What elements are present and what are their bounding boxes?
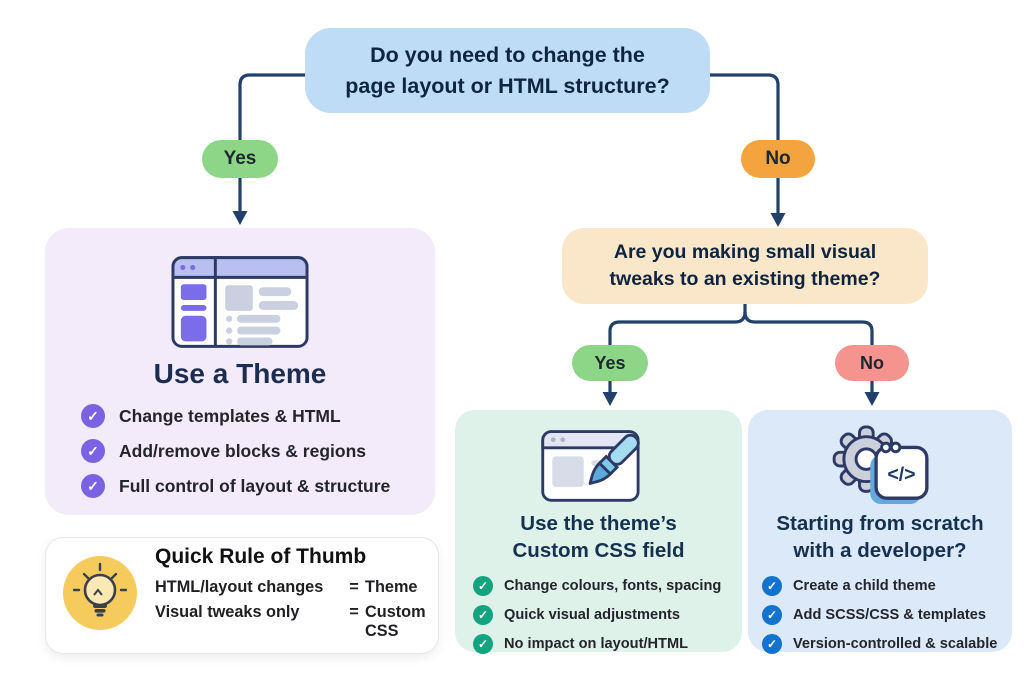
css-bullet-list: ✓ Change colours, fonts, spacing ✓ Quick… — [473, 576, 742, 655]
question-line: Are you making small visual — [613, 240, 877, 263]
check-icon: ✓ — [473, 634, 493, 655]
list-item: ✓ Quick visual adjustments — [473, 605, 742, 626]
card-title: Use the theme’s Custom CSS field — [512, 512, 685, 563]
rule-value: Theme — [365, 577, 418, 596]
check-icon: ✓ — [762, 576, 782, 597]
equals-sign: = — [349, 602, 359, 621]
card-developer-scratch: </> Starting from scratch with a develop… — [748, 410, 1012, 655]
arrow-down-icon — [864, 392, 880, 406]
list-item: ✓ Add/remove blocks & regions — [81, 439, 435, 463]
badge-yes-1: Yes — [202, 140, 278, 178]
list-item: ✓ Change templates & HTML — [81, 404, 435, 428]
wire-q2-no — [743, 310, 874, 349]
rule-row: HTML/layout changes = Theme — [155, 578, 438, 597]
list-item: ✓ Change colours, fonts, spacing — [473, 576, 742, 597]
css-paintbrush-icon — [455, 424, 742, 506]
check-icon: ✓ — [762, 634, 782, 655]
list-item: ✓ Create a child theme — [762, 576, 1012, 597]
badge-no-2: No — [835, 345, 909, 381]
svg-text:</>: </> — [887, 464, 915, 486]
check-icon: ✓ — [81, 439, 105, 463]
question-layout-html: Do you need to change the page layout or… — [305, 28, 710, 113]
wire-q1-no — [708, 73, 780, 144]
arrow-down-icon — [770, 213, 786, 227]
wire-q2-yes — [608, 310, 747, 349]
badge-no-1: No — [741, 140, 815, 178]
card-title: Starting from scratch with a developer? — [776, 512, 984, 563]
question-line: tweaks to an existing theme? — [609, 268, 881, 290]
check-icon: ✓ — [81, 404, 105, 428]
list-item: ✓ Version-controlled & scalable — [762, 634, 1012, 655]
developer-gear-code-icon: </> — [748, 424, 1012, 506]
rule-label: Visual tweaks only — [155, 602, 300, 621]
card-quick-rule-of-thumb: Quick Rule of Thumb HTML/layout changes … — [45, 537, 439, 654]
arrow-down-icon — [602, 392, 618, 406]
list-item: ✓ Full control of layout & structure — [81, 474, 435, 498]
question-line: Do you need to change the — [370, 42, 645, 67]
card-title: Use a Theme — [153, 358, 327, 389]
dev-bullet-list: ✓ Create a child theme ✓ Add SCSS/CSS & … — [762, 576, 1012, 655]
equals-sign: = — [349, 577, 359, 596]
theme-browser-icon — [45, 254, 435, 350]
rule-title: Quick Rule of Thumb — [155, 544, 367, 568]
arrow-down-icon — [232, 211, 248, 225]
badge-yes-2: Yes — [572, 345, 648, 381]
wire-q1-yes — [238, 73, 307, 144]
check-icon: ✓ — [473, 576, 493, 597]
check-icon: ✓ — [762, 605, 782, 626]
rule-value: Custom CSS — [365, 602, 426, 640]
list-item: ✓ No impact on layout/HTML — [473, 634, 742, 655]
question-line: page layout or HTML structure? — [345, 73, 670, 98]
list-item: ✓ Add SCSS/CSS & templates — [762, 605, 1012, 626]
lightbulb-icon — [62, 555, 138, 636]
card-use-a-theme: Use a Theme ✓ Change templates & HTML ✓ … — [45, 228, 435, 515]
theme-bullet-list: ✓ Change templates & HTML ✓ Add/remove b… — [81, 404, 435, 498]
check-icon: ✓ — [473, 605, 493, 626]
check-icon: ✓ — [81, 474, 105, 498]
rule-label: HTML/layout changes — [155, 577, 324, 596]
question-visual-tweaks: Are you making small visual tweaks to an… — [562, 228, 928, 304]
rule-row: Visual tweaks only = Custom CSS — [155, 603, 438, 641]
card-custom-css-field: Use the theme’s Custom CSS field ✓ Chang… — [455, 410, 742, 655]
